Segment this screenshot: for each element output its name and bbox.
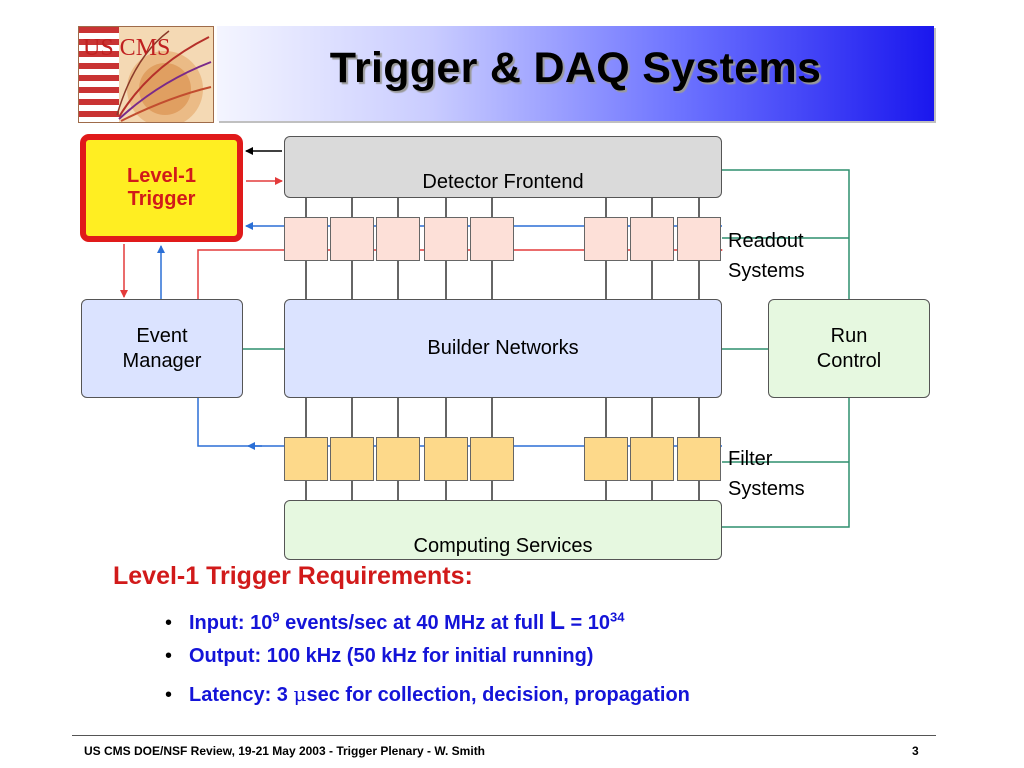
readout-unit (284, 217, 328, 261)
footer-text: US CMS DOE/NSF Review, 19-21 May 2003 - … (84, 744, 486, 758)
readout-unit (376, 217, 420, 261)
filter-systems-label-line1: Filter (728, 448, 773, 470)
page-number: 3 (912, 744, 919, 758)
builder-networks-label: Builder Networks (427, 337, 579, 359)
input-requirement: • Input: 109 events/sec at 40 MHz at full… (165, 607, 624, 636)
event-manager-label-line2: Manager (122, 349, 202, 372)
input-equals: = 10 (564, 612, 611, 634)
filter-systems-label: Filter Systems (728, 444, 805, 504)
readout-unit (470, 217, 514, 261)
filter-unit (584, 437, 628, 481)
latency-suffix: sec for collection, decision, propagatio… (306, 684, 690, 706)
us-cms-logo: US CMS (78, 26, 214, 123)
readout-systems-label-line1: Readout (728, 230, 804, 252)
detector-frontend-label: Detector Frontend (422, 171, 584, 193)
run-control-label-line2: Control (816, 349, 882, 372)
builder-networks-box: Builder Networks (284, 299, 722, 398)
luminosity-exponent: 34 (610, 609, 625, 625)
latency-requirement: • Latency: 3 μsec for collection, decisio… (165, 682, 690, 707)
requirements-heading: Level-1 Trigger Requirements: (113, 562, 473, 590)
level1-trigger-label-line2: Trigger (127, 188, 196, 210)
input-prefix: Input: 10 (189, 612, 273, 634)
input-middle: events/sec at 40 MHz at full (279, 612, 550, 634)
level1-trigger-label-line1: Level-1 (127, 165, 196, 187)
readout-unit (424, 217, 468, 261)
event-manager-label-line1: Event (136, 324, 188, 347)
filter-unit (284, 437, 328, 481)
filter-unit (470, 437, 514, 481)
computing-services-label: Computing Services (413, 535, 593, 557)
input-exponent: 9 (272, 609, 280, 625)
us-cms-logo-graphic: US CMS (79, 27, 213, 122)
manager-to-readout-arrow (197, 246, 723, 299)
filter-unit (630, 437, 674, 481)
bullet-dot: • (165, 612, 173, 634)
readout-unit (677, 217, 721, 261)
run-control-box: Run Control (768, 299, 930, 398)
run-control-label-line1: Run (830, 324, 868, 347)
readout-systems-label: Readout Systems (728, 226, 805, 286)
filter-systems-label-line2: Systems (728, 478, 805, 500)
output-requirement: • Output: 100 kHz (50 kHz for initial run… (165, 645, 593, 668)
readout-unit (630, 217, 674, 261)
event-manager-box: Event Manager (81, 299, 243, 398)
bullet-dot: • (165, 684, 173, 706)
luminosity-symbol: L (549, 607, 565, 635)
title-banner (217, 26, 934, 121)
level1-trigger-box: Level-1 Trigger (80, 134, 243, 242)
mu-symbol: μ (293, 682, 307, 706)
computing-services-box: Computing Services (284, 500, 722, 560)
bullet-dot: • (165, 645, 173, 667)
readout-unit (330, 217, 374, 261)
page-title: Trigger & DAQ Systems (329, 44, 822, 92)
filter-unit (376, 437, 420, 481)
output-text: Output: 100 kHz (50 kHz for initial runn… (189, 645, 594, 667)
filter-unit (424, 437, 468, 481)
readout-systems-label-line2: Systems (728, 260, 805, 282)
filter-unit (677, 437, 721, 481)
logo-lettering: US CMS (83, 35, 170, 61)
footer-divider (72, 735, 936, 736)
filter-unit (330, 437, 374, 481)
detector-frontend-box: Detector Frontend (284, 136, 722, 198)
latency-prefix: Latency: 3 (189, 684, 294, 706)
readout-unit (584, 217, 628, 261)
